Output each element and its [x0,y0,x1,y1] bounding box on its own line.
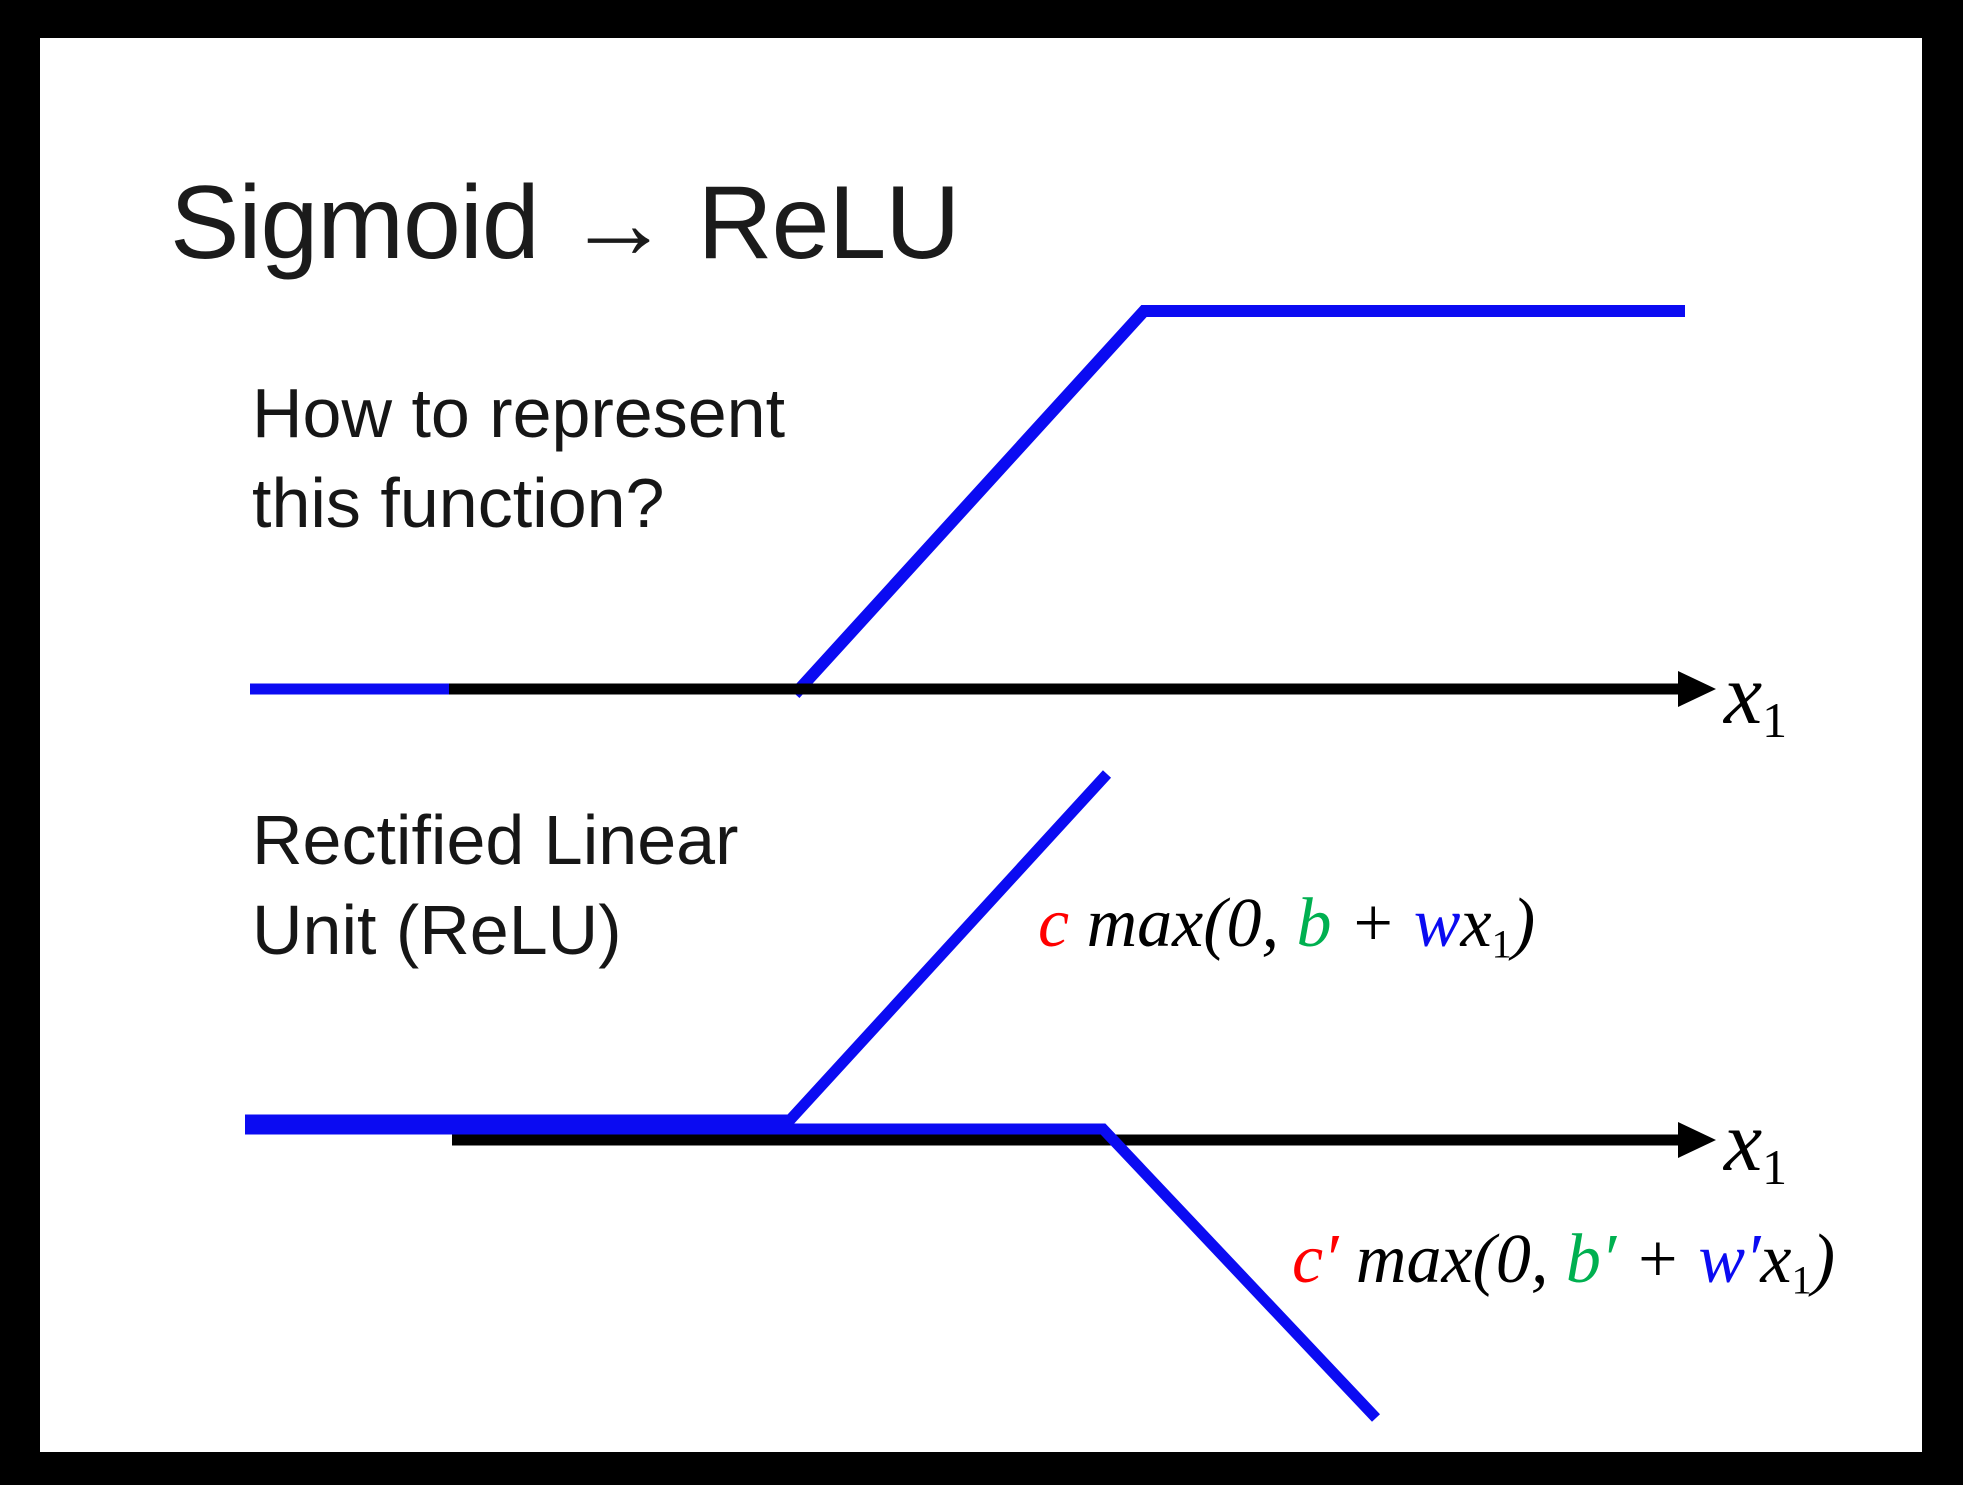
formula-token: b′ [1565,1221,1617,1298]
formula-token: 1 [1791,1257,1812,1303]
x1-subscript-top: 1 [1762,692,1788,748]
formula-token: max(0, [1069,885,1297,962]
x1-base-top: x [1724,646,1763,742]
relu-name-line-1: Rectified Linear [252,801,739,879]
relu-name-text: Rectified Linear Unit (ReLU) [252,795,738,975]
formula-token: w [1413,885,1461,962]
formula-relu-up: c max(0, b + wx1) [1038,884,1535,967]
relu-name-line-2: Unit (ReLU) [252,891,622,969]
formula-token: c′ [1292,1221,1339,1298]
function-diagram [245,305,1716,1422]
formula-token: x [1760,1221,1792,1298]
formula-token: max(0, [1338,1221,1566,1298]
formula-token: ) [1511,885,1536,962]
formula-token: ) [1811,1221,1836,1298]
bottom-axis-arrowhead-icon [1678,1122,1716,1158]
relu-up-function-line [245,770,1112,1126]
step-function-rise-and-top-line [790,305,1685,699]
relu-down-function-line [245,1123,1380,1422]
question-line-2: this function? [252,464,665,542]
top-axis-arrowhead-icon [1678,671,1716,707]
question-line-1: How to represent [252,374,786,452]
x1-subscript-bottom: 1 [1762,1139,1788,1195]
x1-base-bottom: x [1724,1093,1763,1189]
formula-token: + [1331,885,1414,962]
formula-relu-down: c′ max(0, b′ + w′x1) [1292,1220,1835,1303]
formula-token: c [1038,885,1070,962]
formula-token: x [1460,885,1492,962]
x1-axis-label-bottom: x1 [1724,1091,1787,1196]
formula-token: w′ [1698,1221,1761,1298]
x1-axis-label-top: x1 [1724,644,1787,749]
formula-token: + [1616,1221,1699,1298]
slide-canvas: Sigmoid → ReLU How to represent this fun… [40,38,1922,1452]
formula-token: 1 [1491,921,1512,967]
formula-token: b [1296,885,1332,962]
slide-title: Sigmoid → ReLU [170,165,960,281]
question-text: How to represent this function? [252,368,785,548]
